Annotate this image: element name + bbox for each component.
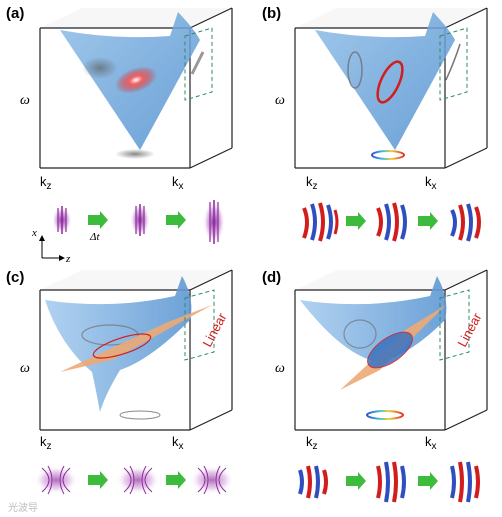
arrow-a1 (88, 211, 108, 229)
pulse-a3 (203, 200, 225, 244)
panel-b-kx-label: kx (425, 174, 437, 192)
panel-label-c: (c) (6, 269, 24, 286)
coordinate-axes (39, 235, 65, 261)
panel-label-a: (a) (6, 5, 24, 22)
pattern-b2 (376, 202, 407, 242)
panel-a-floor-projection (115, 149, 155, 159)
pulse-a2 (130, 203, 150, 237)
arrow-c2 (166, 471, 186, 489)
xwave-c3 (190, 465, 234, 495)
panel-d-side-projection-box (439, 289, 470, 361)
xwave-c2 (116, 465, 160, 495)
panel-c: (c) Linear ω kz kx (6, 269, 234, 495)
panel-a-evolution: Δt x z (31, 200, 225, 265)
panel-c-evolution (34, 465, 234, 495)
pattern-d3 (450, 461, 480, 503)
pulse-a1 (52, 206, 72, 234)
panel-a-shadow-blob (82, 57, 118, 79)
panel-d-floor-ring (366, 410, 404, 420)
panel-c-floor-ring (119, 410, 161, 420)
arrow-c1 (88, 471, 108, 489)
panel-label-b: (b) (262, 5, 281, 22)
panel-label-d: (d) (262, 269, 281, 286)
panel-b-kz-label: kz (306, 174, 318, 192)
panel-b-floor-ring (371, 150, 405, 160)
panel-a-red-blob (114, 66, 158, 94)
panel-d-kz-label: kz (306, 434, 318, 452)
panel-a-omega-label: ω (20, 93, 30, 108)
panel-a-kz-label: kz (40, 174, 52, 192)
pattern-b1 (298, 202, 339, 242)
pattern-d2 (376, 461, 406, 503)
panel-c-intersection (92, 333, 152, 359)
panel-b: (b) ω kz kx (262, 5, 488, 242)
panel-d-linear-label: Linear (454, 310, 485, 350)
panel-b-cone (315, 12, 455, 150)
panel-d-kx-label: kx (425, 434, 437, 452)
pattern-b3 (450, 203, 481, 242)
arrow-d1 (346, 472, 366, 490)
axis-z-label: z (65, 253, 71, 265)
panel-d-evolution (298, 461, 480, 503)
arrow-d2 (418, 472, 438, 490)
panel-a: (a) ω kz kx (6, 5, 233, 265)
panel-c-plane (60, 305, 212, 372)
panel-b-red-ring (376, 60, 404, 104)
panel-a-side-projection (190, 51, 205, 75)
panel-b-omega-label: ω (275, 93, 285, 108)
panel-c-kx-label: kx (172, 434, 184, 452)
arrow-b2 (418, 212, 438, 230)
arrow-b1 (346, 212, 366, 230)
panel-c-kz-label: kz (40, 434, 52, 452)
panel-c-linear-label: Linear (199, 310, 230, 350)
pattern-d1 (298, 465, 328, 499)
time-step-label: Δt (89, 231, 100, 243)
panel-d-intersection (367, 331, 413, 369)
panel-b-evolution (298, 202, 481, 242)
panel-c-shadow-ring (81, 324, 139, 346)
panel-b-side-projection-box (439, 27, 468, 101)
panel-d: (d) Linear ω kz kx (262, 269, 488, 503)
arrow-a2 (166, 211, 186, 229)
watermark: 光波导 (8, 501, 38, 514)
panel-d-omega-label: ω (275, 361, 285, 376)
axis-x-label: x (31, 227, 37, 239)
xwave-c1 (34, 465, 78, 495)
panel-a-side-projection-box (184, 27, 213, 101)
panel-d-shadow-ring (343, 319, 377, 349)
panel-a-kx-label: kx (172, 174, 184, 192)
panel-c-omega-label: ω (20, 361, 30, 376)
panel-c-side-projection-box (184, 289, 215, 361)
panel-c-box (39, 269, 233, 431)
panel-b-shadow-ring (347, 51, 363, 89)
panel-b-side-projection (445, 43, 461, 81)
